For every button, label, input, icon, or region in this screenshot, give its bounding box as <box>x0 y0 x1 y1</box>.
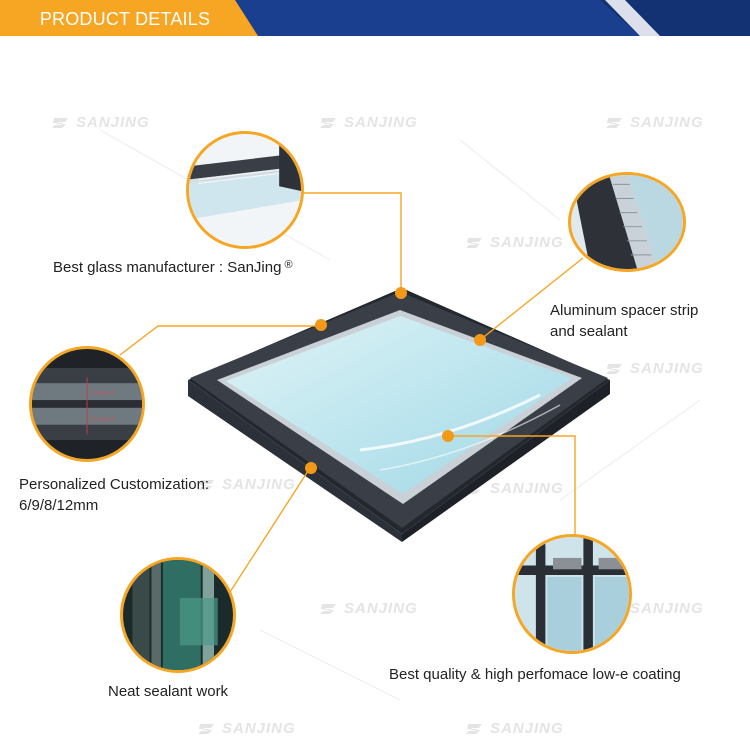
callout-dot <box>442 430 454 442</box>
watermark-logo: SANJING <box>464 720 564 737</box>
corner-detail-callout <box>186 131 304 249</box>
svg-text:5+9a+5: 5+9a+5 <box>91 417 115 423</box>
callout-dot <box>474 334 486 346</box>
watermark-logo: SANJING <box>196 476 296 493</box>
spacer-detail-callout <box>568 172 686 272</box>
watermark-logo: SANJING <box>196 720 296 737</box>
page-title: PRODUCT DETAILS <box>39 9 211 29</box>
sealant-label: Neat sealant work <box>108 683 229 700</box>
coating-label: Best quality & high perfomace low-e coat… <box>389 666 681 683</box>
callout-dot <box>395 287 407 299</box>
header-banner <box>0 0 750 36</box>
thickness-detail-callout: 5+9a+5 5+9a+5 <box>29 346 145 462</box>
watermark-logo: SANJING <box>604 360 704 377</box>
watermark-logo: SANJING <box>604 114 704 131</box>
spacer-label: Aluminum spacer strip and sealant <box>550 302 699 340</box>
callout-dot <box>315 319 327 331</box>
customization-label: Personalized Customization: 6/9/8/12mm <box>19 476 210 514</box>
coating-detail-callout <box>512 534 632 654</box>
watermark-logo: SANJING <box>50 114 150 131</box>
svg-text:5+9a+5: 5+9a+5 <box>91 391 115 397</box>
watermark-logo: SANJING <box>318 600 418 617</box>
watermark-logo: SANJING <box>318 114 418 131</box>
manufacturer-label: Best glass manufacturer : SanJing® <box>53 259 293 276</box>
registered-mark: ® <box>284 259 293 271</box>
watermark-logo: SANJING <box>464 234 564 251</box>
sealant-detail-callout <box>120 557 236 673</box>
callout-dot <box>305 462 317 474</box>
